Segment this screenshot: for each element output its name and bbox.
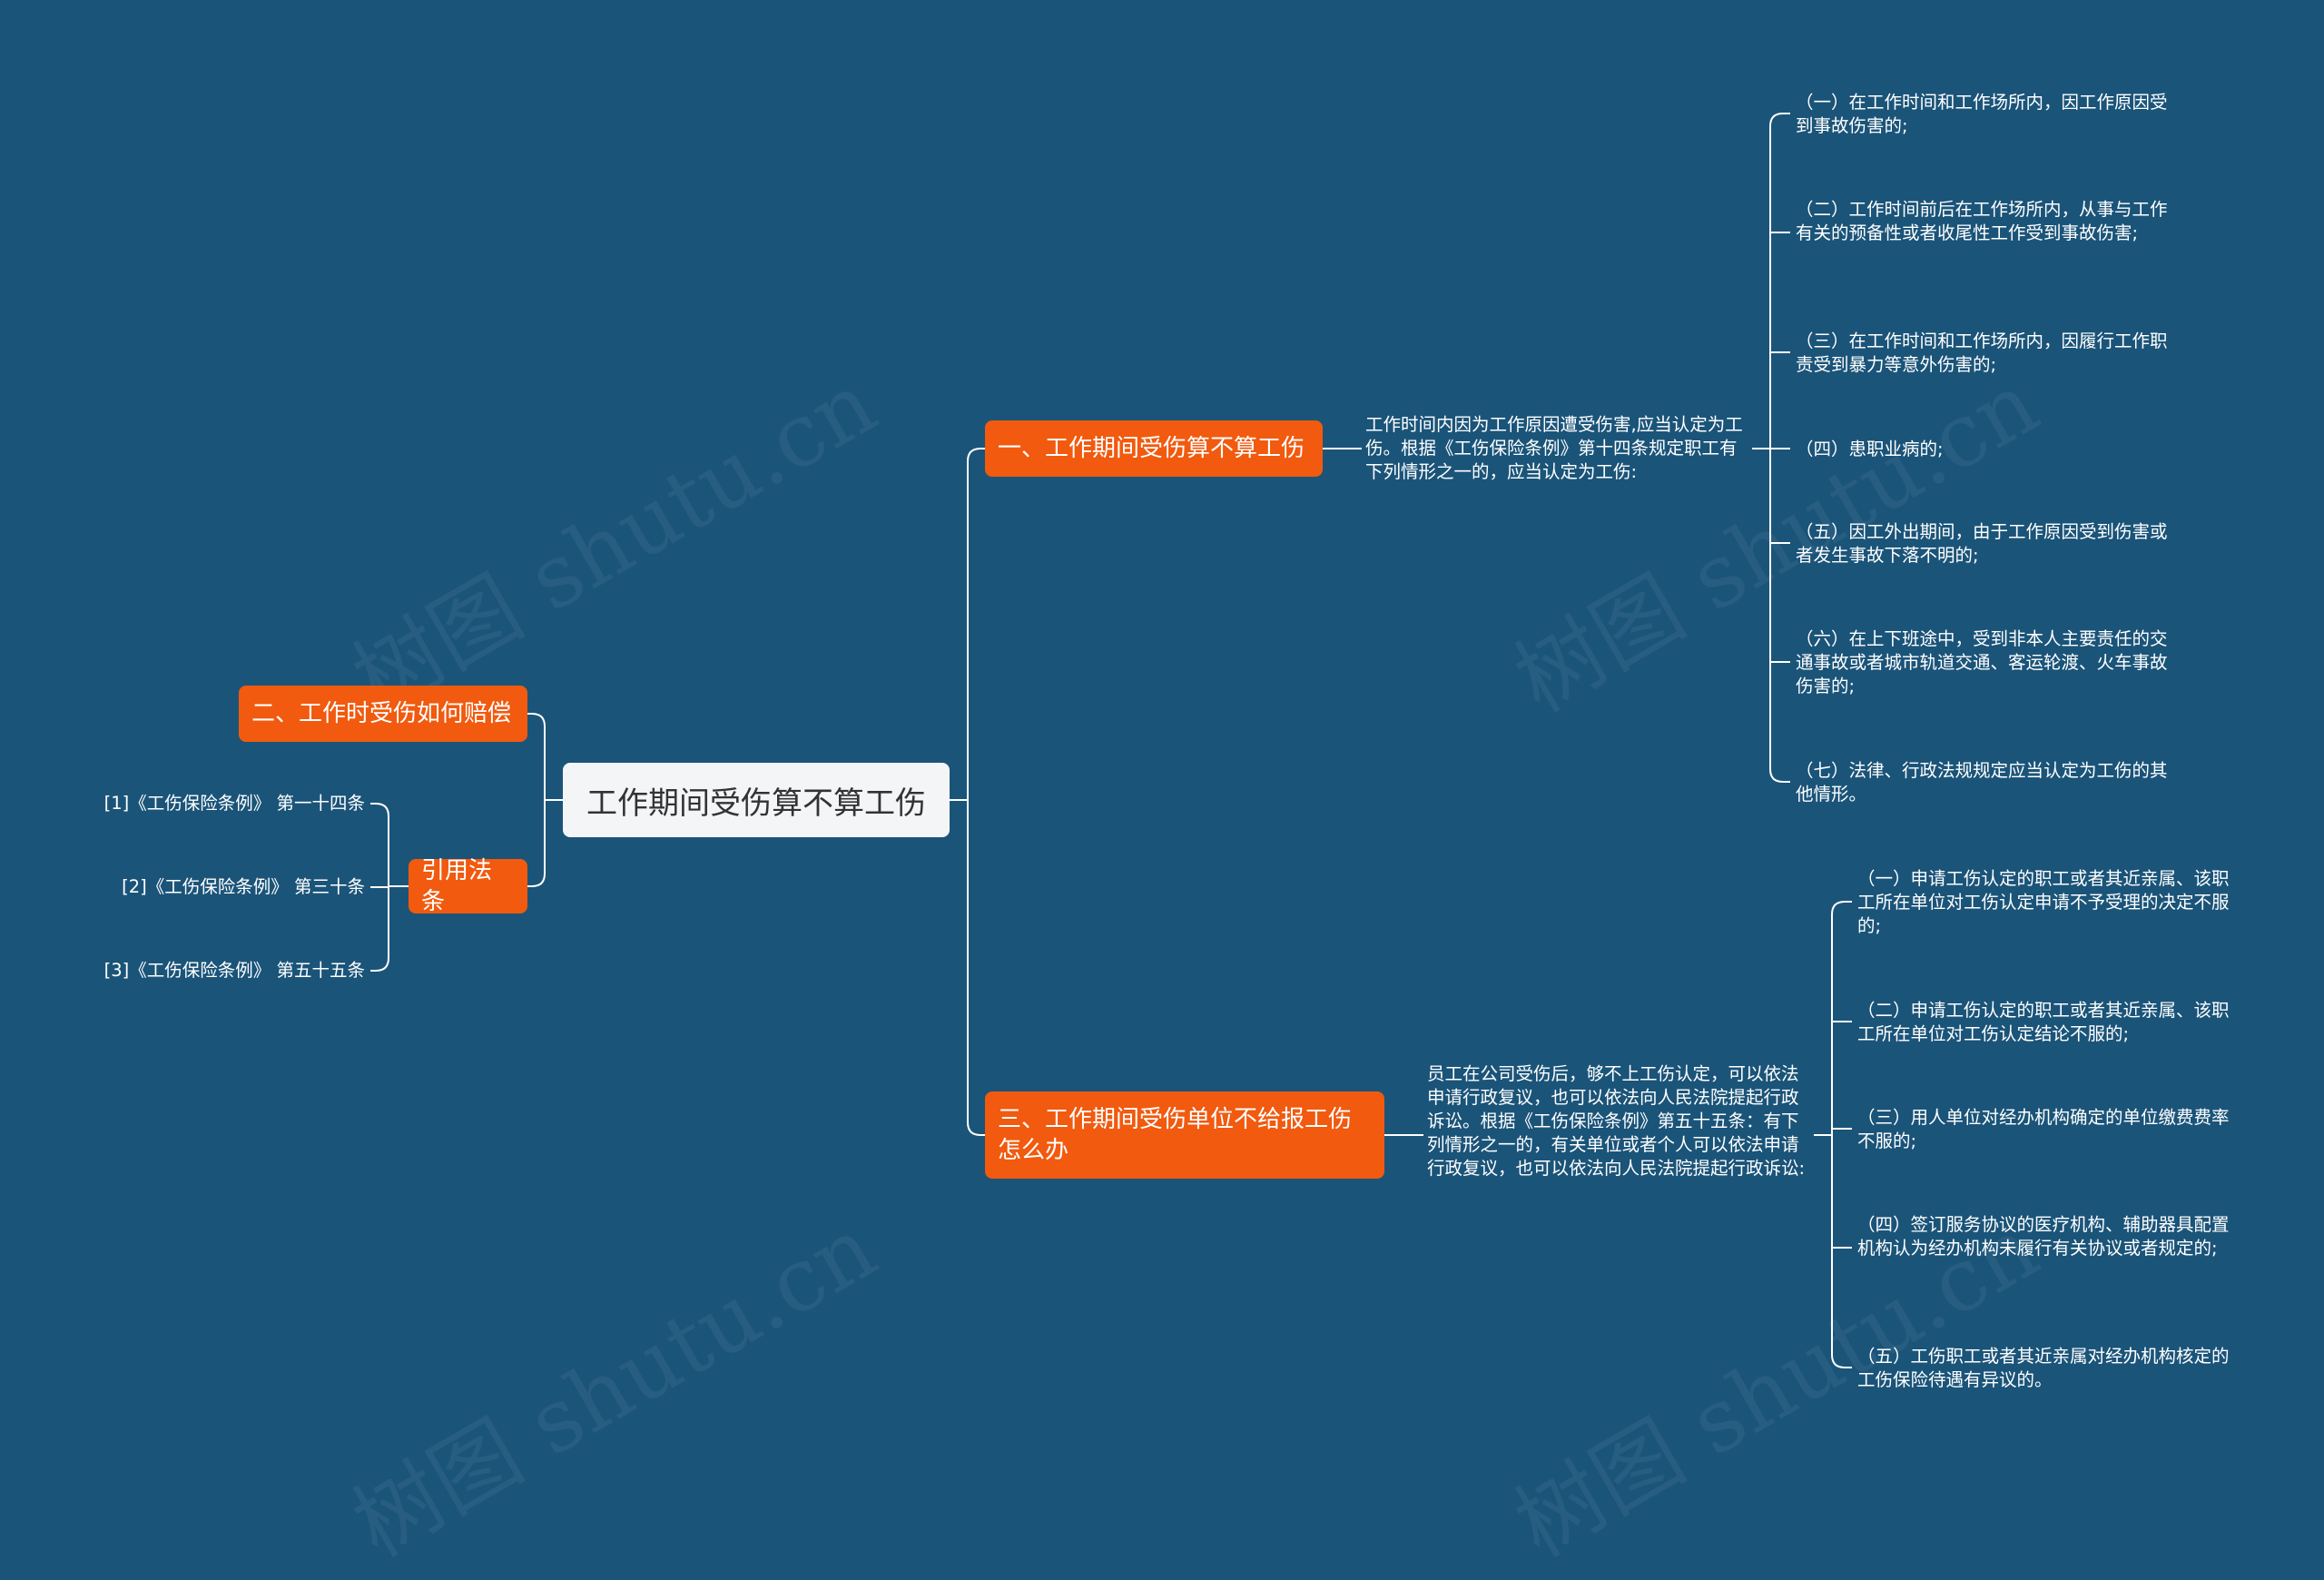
connector-lines <box>370 113 1852 1368</box>
branch1-item-7[interactable]: （七）法律、行政法规规定应当认定为工伤的其他情形。 <box>1796 760 2168 805</box>
refs-arm-0 <box>370 803 389 817</box>
ref-item-2[interactable]: [2]《工伤保险条例》 第三十条 <box>122 876 365 897</box>
branch1-item-3[interactable]: （三）在工作时间和工作场所内，因履行工作职责受到暴力等意外伤害的; <box>1796 331 2168 375</box>
mind-map-canvas: 树图 shutu.cn 树图 shutu.cn 树图 shutu.cn 树图 s… <box>103 92 2230 1576</box>
branch-cited-laws[interactable]: 引用法条 <box>409 857 527 915</box>
root-topic[interactable]: 工作期间受伤算不算工伤 <box>563 763 950 837</box>
root-left-arm-0 <box>527 713 546 727</box>
branch1-summary[interactable]: 工作时间内因为工作原因遭受伤害,应当认定为工伤。根据《工伤保险条例》第十四条规定… <box>1365 414 1743 482</box>
branch3-item-3[interactable]: （三）用人单位对经办机构确定的单位缴费费率不服的; <box>1857 1107 2230 1151</box>
branch3-item-2[interactable]: （二）申请工伤认定的职工或者其近亲属、该职工所在单位对工伤认定结论不服的; <box>1857 1000 2230 1044</box>
branch3-summary[interactable]: 员工在公司受伤后，够不上工伤认定，可以依法申请行政复议，也可以依法向人民法院提起… <box>1427 1063 1806 1179</box>
branch-work-injury-criteria[interactable]: 一、工作期间受伤算不算工伤 <box>985 420 1323 477</box>
branch3-item-5[interactable]: （五）工伤职工或者其近亲属对经办机构核定的工伤保险待遇有异议的。 <box>1857 1346 2230 1390</box>
branch1-item-5[interactable]: （五）因工外出期间，由于工作原因受到伤害或者发生事故下落不明的; <box>1796 521 2168 566</box>
branch3-items-arm-0 <box>1831 901 1852 915</box>
branch1-item-1[interactable]: （一）在工作时间和工作场所内，因工作原因受到事故伤害的; <box>1796 92 2168 136</box>
root-right-arm-0 <box>967 448 985 462</box>
branch1-items-arm-6 <box>1769 768 1790 783</box>
branch1-item-2[interactable]: （二）工作时间前后在工作场所内，从事与工作有关的预备性或者收尾性工作受到事故伤害… <box>1796 199 2168 243</box>
root-left-arm-1 <box>527 873 546 887</box>
ref-item-3[interactable]: [3]《工伤保险条例》 第五十五条 <box>103 960 365 981</box>
branch3-items-arm-4 <box>1831 1354 1852 1368</box>
branch1-items-arm-0 <box>1769 113 1790 127</box>
ref-item-1[interactable]: [1]《工伤保险条例》 第一十四条 <box>103 793 365 814</box>
branch3-item-4[interactable]: （四）签订服务协议的医疗机构、辅助器具配置机构认为经办机构未履行有关协议或者规定… <box>1857 1214 2230 1259</box>
refs-arm-2 <box>370 957 389 972</box>
branch-compensation[interactable]: 二、工作时受伤如何赔偿 <box>239 686 527 742</box>
branch1-item-6[interactable]: （六）在上下班途中，受到非本人主要责任的交通事故或者城市轨道交通、客运轮渡、火车… <box>1796 628 2168 696</box>
branch-employer-refuses-report[interactable]: 三、工作期间受伤单位不给报工伤怎么办 <box>985 1091 1384 1179</box>
root-right-arm-1 <box>967 1121 985 1136</box>
branch1-item-4[interactable]: （四）患职业病的; <box>1796 439 1944 459</box>
branch3-item-1[interactable]: （一）申请工伤认定的职工或者其近亲属、该职工所在单位对工伤认定申请不予受理的决定… <box>1857 868 2230 936</box>
